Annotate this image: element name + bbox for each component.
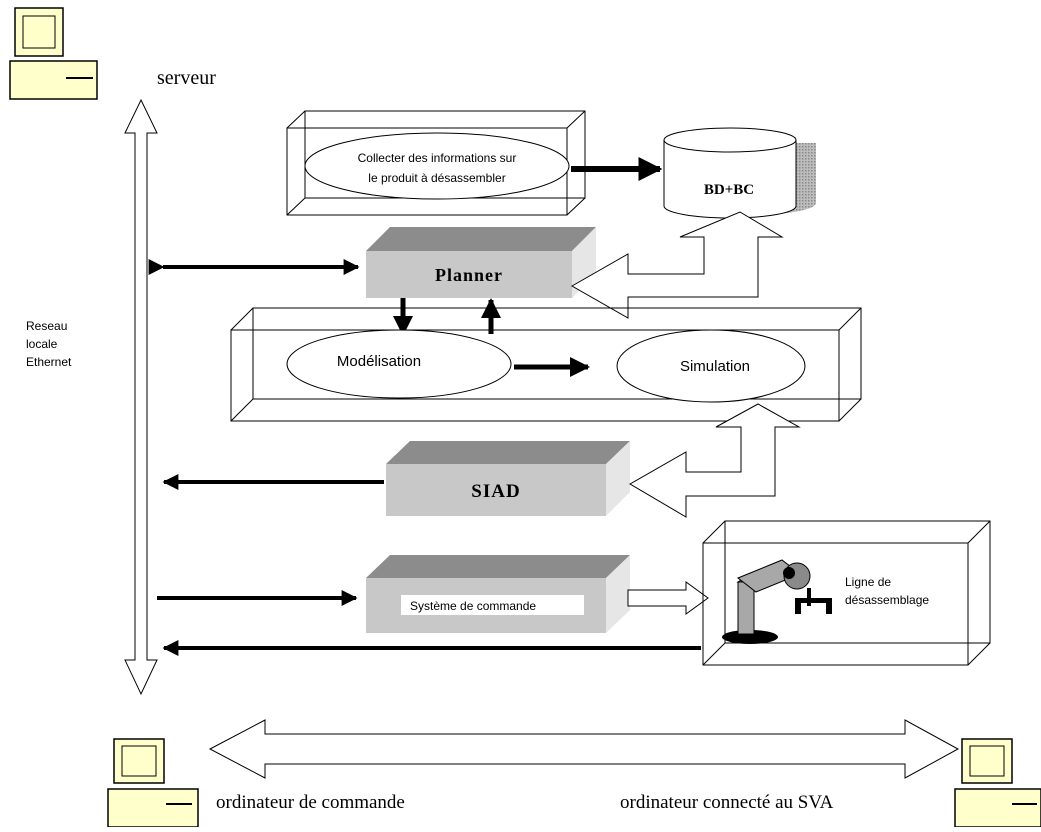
modeling-label: Modélisation — [337, 353, 421, 370]
collect-info-line-2: le produit à désassembler — [368, 171, 505, 185]
collect-info-ellipse — [304, 132, 570, 200]
database-label: BD+BC — [704, 182, 754, 198]
siad-label: SIAD — [471, 481, 520, 502]
planner-label: Planner — [435, 265, 503, 285]
control-computer-icon — [107, 738, 199, 828]
control-to-line-arrow — [627, 581, 709, 615]
control-system-box — [366, 555, 630, 633]
network-label: Reseau locale Ethernet — [26, 319, 72, 369]
control-computer-label: ordinateur de commande — [216, 792, 405, 813]
disassembly-line-box — [702, 520, 991, 666]
server-label: serveur — [157, 67, 216, 89]
control-system-label: Système de commande — [410, 599, 536, 613]
simulation-to-siad-arrow — [629, 403, 801, 518]
sva-computer-icon — [954, 738, 1041, 828]
network-label-line-3: Ethernet — [26, 355, 72, 369]
computers-link-arrow — [208, 719, 960, 779]
planner-box — [366, 227, 596, 298]
database-cylinder — [663, 127, 816, 219]
disassembly-line-label-1: Ligne de — [845, 575, 891, 589]
modeling-ellipse — [286, 329, 512, 399]
disassembly-line-label-2: désassemblage — [845, 593, 929, 607]
sva-computer-label: ordinateur connecté au SVA — [620, 792, 834, 813]
network-label-line-2: locale — [26, 337, 58, 351]
simulation-ellipse — [616, 329, 806, 403]
simulation-label: Simulation — [680, 358, 750, 375]
server-computer-icon — [9, 7, 98, 100]
robot-arm-icon — [722, 559, 832, 644]
ethernet-bus-arrow — [124, 98, 158, 696]
network-label-line-1: Reseau — [26, 319, 67, 333]
modeling-simulation-box — [230, 307, 862, 422]
db-to-planner-arrow — [570, 211, 784, 319]
collect-info-line-1: Collecter des informations sur — [358, 151, 517, 165]
siad-box — [386, 441, 630, 516]
